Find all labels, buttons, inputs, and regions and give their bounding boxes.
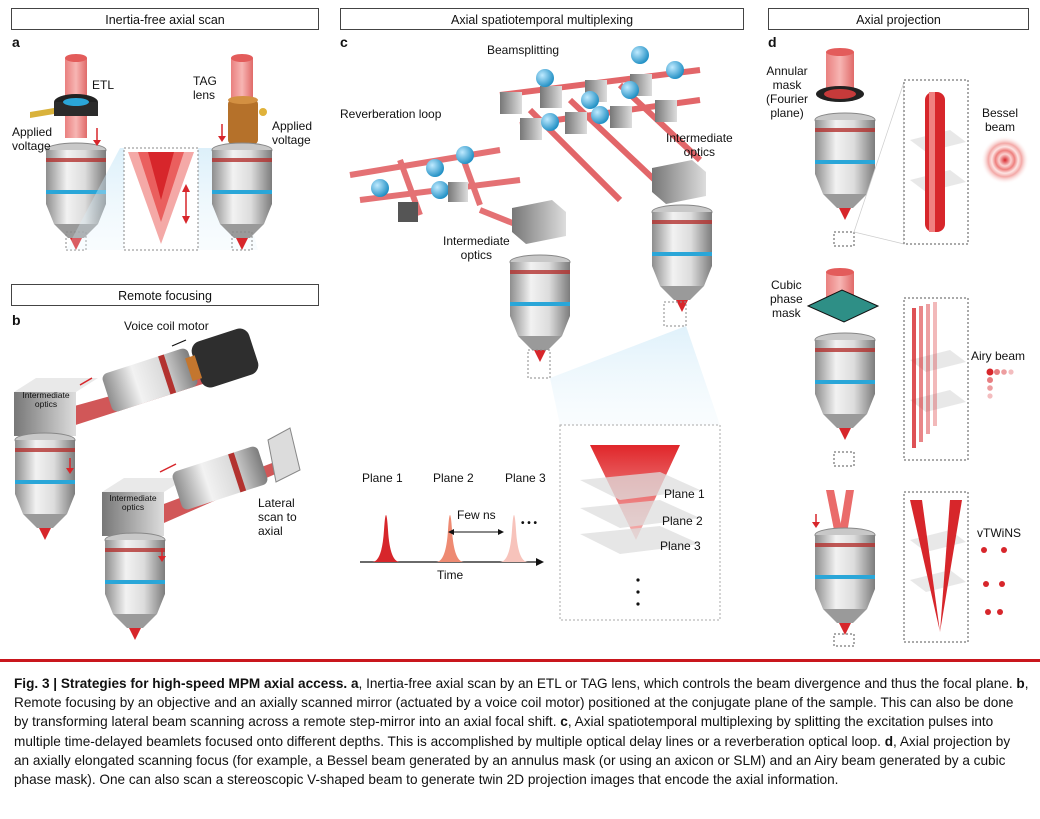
label-voice-coil-motor: Voice coil motor [124, 319, 209, 333]
panel-letter-c: c [340, 34, 348, 50]
label-beamsplitting: Beamsplitting [487, 43, 560, 57]
caption-fig-title: Fig. 3 | Strategies for high-speed MPM a… [14, 676, 348, 691]
label-intermediate-optics-b1: Intermediate optics [22, 390, 70, 409]
panel-letter-d: d [768, 34, 777, 50]
label-applied-voltage-etl: Applied voltage [12, 125, 53, 153]
caption-letter-a: a [350, 676, 359, 691]
label-reverberation-loop: Reverberation loop [340, 107, 442, 121]
label-stack-plane-1: Plane 1 [664, 487, 705, 501]
label-vtwins: vTWiNS [977, 526, 1021, 540]
label-intermediate-optics-c1: Intermediate optics [443, 234, 510, 262]
header-panel-b: Remote focusing [11, 284, 319, 306]
caption-text-d: , Axial projection by an axially elongat… [14, 733, 1011, 788]
label-intermediate-optics-b2: Intermediate optics [109, 493, 157, 512]
label-tag-lens: TAG lens [193, 74, 217, 102]
label-applied-voltage-tag: Applied voltage [272, 119, 313, 147]
label-stack-plane-2: Plane 2 [662, 514, 703, 528]
label-airy-beam: Airy beam [971, 349, 1026, 363]
label-intermediate-optics-c2: Intermediate optics [666, 131, 733, 159]
panel-c-art [349, 46, 721, 621]
label-lateral-scan: Lateral scan to axial [258, 496, 297, 538]
label-time-axis: Time [437, 568, 464, 582]
caption-letter-b: b [1016, 676, 1025, 691]
label-pulse-plane-3: Plane 3 [505, 471, 546, 485]
caption-rule [0, 659, 1040, 662]
caption-letter-c: c [560, 714, 568, 730]
label-bessel-beam: Bessel beam [982, 106, 1019, 134]
label-pulse-plane-1: Plane 1 [362, 471, 403, 485]
caption-text-c: , Axial spatiotemporal multiplexing by s… [14, 714, 994, 749]
panel-letter-b: b [12, 312, 21, 328]
label-annular-mask: Annular mask (Fourier plane) [766, 64, 809, 120]
header-panel-a: Inertia-free axial scan [11, 8, 319, 30]
header-panel-c: Axial spatiotemporal multiplexing [340, 8, 744, 30]
label-pulse-plane-2: Plane 2 [433, 471, 474, 485]
panel-b-art [14, 328, 301, 641]
caption-text-a: , Inertia-free axial scan by an ETL or T… [358, 676, 1017, 691]
panel-d-art [806, 48, 1029, 647]
label-few-ns: Few ns [457, 508, 496, 522]
label-ellipsis: • • • [521, 518, 538, 529]
caption-text-b: , Remote focusing by an objective and an… [14, 676, 1029, 730]
header-panel-d: Axial projection [768, 8, 1029, 30]
label-etl: ETL [92, 78, 115, 92]
label-stack-plane-3: Plane 3 [660, 539, 701, 553]
caption-letter-d: d [884, 733, 894, 749]
panel-a-art [30, 54, 273, 251]
label-cubic-phase-mask: Cubic phase mask [770, 278, 803, 320]
panel-letter-a: a [12, 34, 20, 50]
figure-artwork [14, 46, 1029, 647]
figure-caption: Fig. 3 | Strategies for high-speed MPM a… [14, 674, 1029, 789]
